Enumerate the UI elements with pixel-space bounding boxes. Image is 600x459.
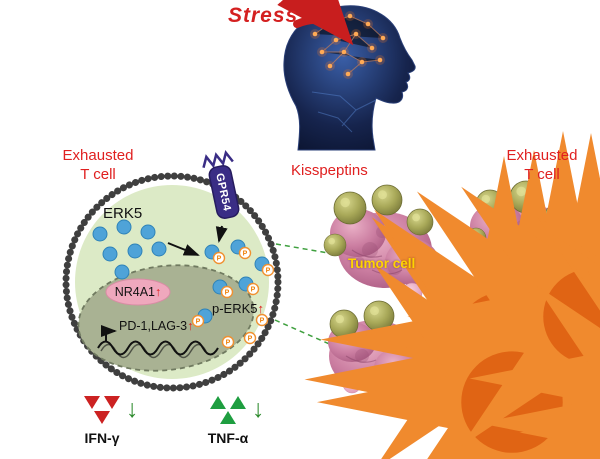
receptor-body (208, 165, 240, 219)
exhaustion-genes-label: PD-1,LAG-3↑ (119, 319, 193, 333)
nr4a1-text: NR4A1 (114, 285, 156, 299)
stress-arrow (277, 0, 354, 46)
svg-text:P: P (196, 319, 201, 326)
upregulated-arrow: ↑ (155, 285, 162, 299)
ifn-decrease-arrow: ↓ (126, 395, 139, 423)
svg-text:P: P (225, 290, 230, 297)
ifn-decrease-triangles (84, 396, 120, 424)
stress-label: Stress (228, 4, 299, 27)
kisspeptins-label: Kisspeptins (291, 162, 368, 179)
ifn-gamma-label: IFN-γ (84, 430, 120, 446)
title-line: Exhausted (62, 147, 134, 164)
receptor-signal-arrow (215, 225, 228, 243)
cell-membrane (62, 172, 282, 392)
phosphate-badge: P (255, 313, 269, 327)
tnf-alpha-label: TNF-α (207, 430, 249, 446)
phospho-erk5-dot: P (238, 276, 260, 296)
phospho-erk5-molecules: P P P P P P P P P (191, 239, 275, 349)
tnf-increase-triangles (210, 396, 246, 424)
t-cell-sphere (406, 208, 434, 236)
zoom-connector-lines (274, 243, 335, 347)
phospho-erk5-dot: P (191, 308, 213, 328)
phospho-erk5-dot: P (212, 279, 234, 299)
phospho-erk5-dot: P (204, 244, 226, 265)
tnf-decrease-arrow: ↓ (252, 395, 265, 423)
t-cell-sphere (333, 191, 367, 225)
erk5-label: ERK5 (103, 205, 143, 222)
tumor-cell-label: Tumor cell (348, 256, 416, 271)
phosphate-badge: P (221, 335, 235, 349)
phosphate-badge: P (243, 331, 257, 345)
genes-text: PD-1,LAG-3 (119, 319, 188, 333)
transcription-arrow (101, 325, 117, 342)
gpr54-receptor: GPR54 (202, 150, 240, 219)
face-circuit-lines (311, 91, 377, 133)
stressed-head-illustration (277, 0, 416, 151)
tumor-cell-wrinkles (345, 355, 377, 363)
nr4a1-protein (105, 278, 171, 306)
svg-text:P: P (226, 340, 231, 347)
dna-strand (97, 340, 219, 359)
phospho-erk5-dot: P (254, 256, 275, 277)
p-erk5-text: p-ERK5 (212, 301, 258, 316)
title-line: T cell (80, 165, 116, 183)
title-line: T cell (524, 165, 560, 183)
p-erk5-label: p-ERK5↑ (212, 301, 264, 316)
exhausted-t-cell-title-right: Exhausted T cell (494, 147, 590, 185)
t-cell-sphere (371, 184, 403, 216)
svg-text:P: P (248, 336, 253, 343)
exhausted-t-cell-schematic: GPR54 P P P P P P P P P (62, 150, 282, 392)
phosphorylation-arrow (167, 242, 200, 256)
upregulated-arrow: ↑ (187, 319, 194, 333)
svg-text:P: P (266, 268, 271, 275)
svg-text:P: P (251, 287, 256, 294)
erk5-molecules (92, 219, 167, 280)
t-cell-sphere (323, 233, 347, 257)
exhausted-t-cell-title-left: Exhausted T cell (44, 147, 152, 185)
svg-text:P: P (243, 251, 248, 258)
upregulated-arrow: ↑ (257, 301, 265, 316)
receptor-extracellular-loops (202, 150, 234, 169)
title-line: Exhausted (506, 147, 578, 164)
svg-text:P: P (260, 318, 265, 325)
phospho-erk5-dot: P (230, 239, 252, 260)
nr4a1-label: NR4A1↑ (106, 285, 170, 299)
svg-text:P: P (217, 256, 222, 263)
